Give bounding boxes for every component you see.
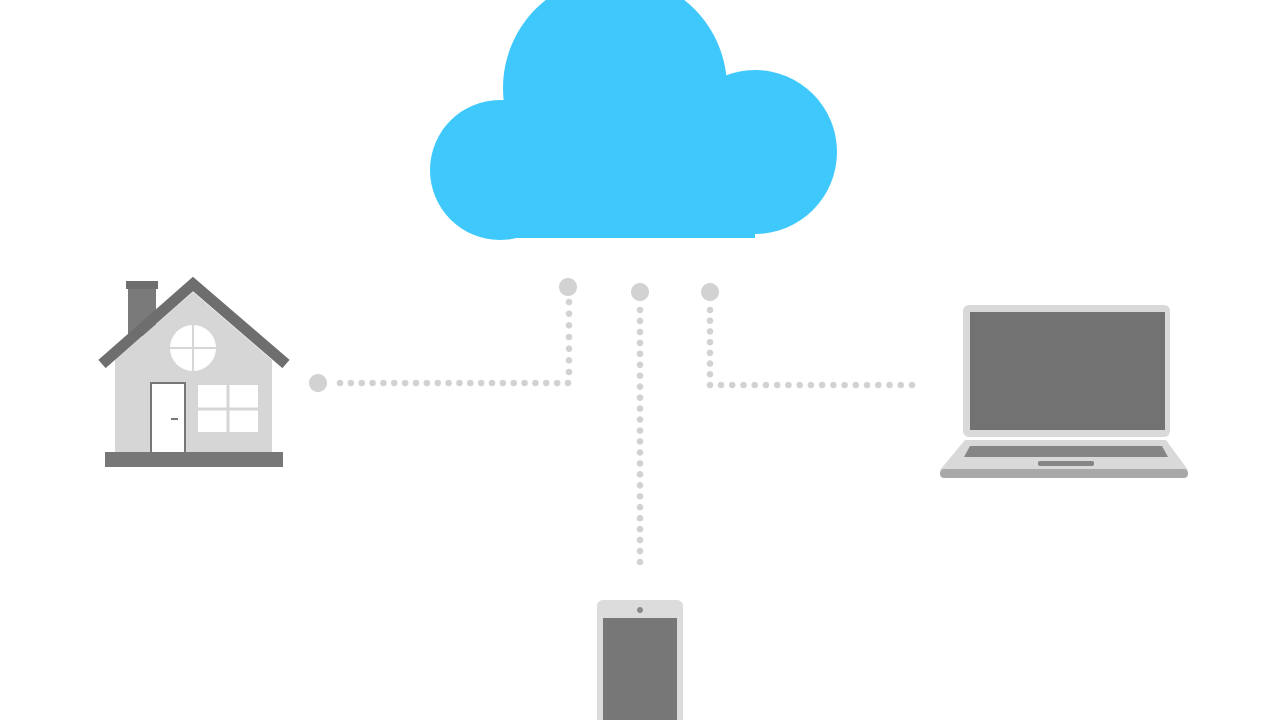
connector-dot	[636, 427, 644, 434]
connector-dot	[499, 379, 507, 387]
connector-dot	[830, 381, 837, 389]
connector-dot	[401, 379, 409, 387]
connector-dot	[336, 379, 344, 387]
connector-laptop	[701, 283, 916, 389]
connector-dot	[369, 379, 376, 387]
connector-dot	[886, 381, 893, 389]
connector-dot	[863, 381, 871, 389]
connector-dot	[740, 381, 747, 389]
connector-dot	[636, 514, 644, 522]
connector-dot	[636, 449, 644, 456]
connector-dot	[636, 405, 644, 412]
endpoint-dot	[559, 278, 577, 296]
connector-dot	[728, 381, 736, 389]
connector-dot	[347, 379, 355, 387]
connector-dot	[636, 416, 644, 423]
endpoint-dot	[631, 283, 649, 301]
connector-dot	[636, 547, 644, 555]
house-icon	[98, 276, 290, 467]
connector-house	[309, 278, 577, 392]
connector-dot	[564, 379, 572, 387]
connector-dot	[852, 381, 860, 389]
connector-dot	[706, 370, 714, 378]
connector-dot	[565, 310, 573, 317]
connector-dot	[636, 317, 644, 325]
connector-dot	[412, 379, 420, 387]
connector-dot	[565, 333, 573, 341]
connector-dot	[488, 379, 496, 387]
connector-dot	[565, 298, 573, 306]
connector-dot	[380, 379, 387, 387]
connector-dot	[477, 379, 485, 387]
connector-dot	[751, 381, 759, 389]
connector-dot	[908, 381, 916, 389]
connector-dot	[636, 350, 644, 358]
connector-dot	[636, 558, 644, 566]
connector-dot	[762, 381, 770, 389]
connector-dot	[636, 536, 644, 544]
connector-dot	[773, 381, 781, 389]
connector-dot	[466, 379, 474, 387]
cloud-icon	[430, 0, 837, 240]
connector-phone	[631, 283, 649, 566]
connector-dot	[565, 345, 573, 352]
endpoint-dot	[309, 374, 327, 392]
connector-dot	[706, 328, 714, 335]
connector-dot	[717, 381, 725, 389]
connector-dot	[706, 381, 714, 389]
connector-dot	[434, 379, 442, 387]
connector-dot	[358, 379, 366, 387]
connector-dot	[636, 482, 644, 489]
connector-dot	[818, 381, 826, 389]
connector-dot	[636, 306, 644, 314]
connector-dot	[423, 379, 431, 387]
connector-dot	[532, 379, 539, 387]
connector-dot	[706, 338, 714, 346]
laptop-icon	[940, 305, 1188, 478]
connector-dot	[841, 381, 848, 389]
phone-icon	[597, 600, 683, 720]
connector-dot	[636, 394, 644, 401]
connector-dot	[636, 438, 644, 445]
connector-dot	[521, 379, 528, 387]
connector-dot	[807, 381, 815, 389]
connector-dot	[510, 379, 518, 387]
connector-dot	[706, 360, 714, 367]
connector-dot	[636, 372, 644, 380]
connector-dot	[565, 368, 573, 376]
connector-dot	[636, 328, 644, 336]
connector-dot	[636, 471, 644, 478]
connector-dot	[445, 379, 452, 387]
connector-dot	[636, 339, 644, 347]
connector-dot	[636, 503, 644, 511]
connector-dot	[706, 349, 714, 357]
connector-dot	[897, 381, 905, 389]
connector-dot	[636, 492, 644, 500]
connector-dot	[706, 306, 714, 314]
connector-dot	[796, 381, 803, 389]
connector-dot	[706, 317, 714, 325]
connector-dot	[390, 379, 398, 387]
connector-dot	[456, 379, 463, 387]
connector-dot	[874, 381, 882, 389]
connector-dot	[565, 357, 573, 364]
connector-dot	[565, 322, 573, 329]
connector-dot	[636, 361, 644, 369]
connector-dot	[553, 379, 561, 387]
endpoint-dot	[701, 283, 719, 301]
connector-dot	[785, 381, 792, 389]
connector-dot	[636, 525, 644, 533]
connector-dot	[636, 383, 644, 390]
connector-dot	[542, 379, 550, 387]
connector-dot	[636, 460, 644, 467]
